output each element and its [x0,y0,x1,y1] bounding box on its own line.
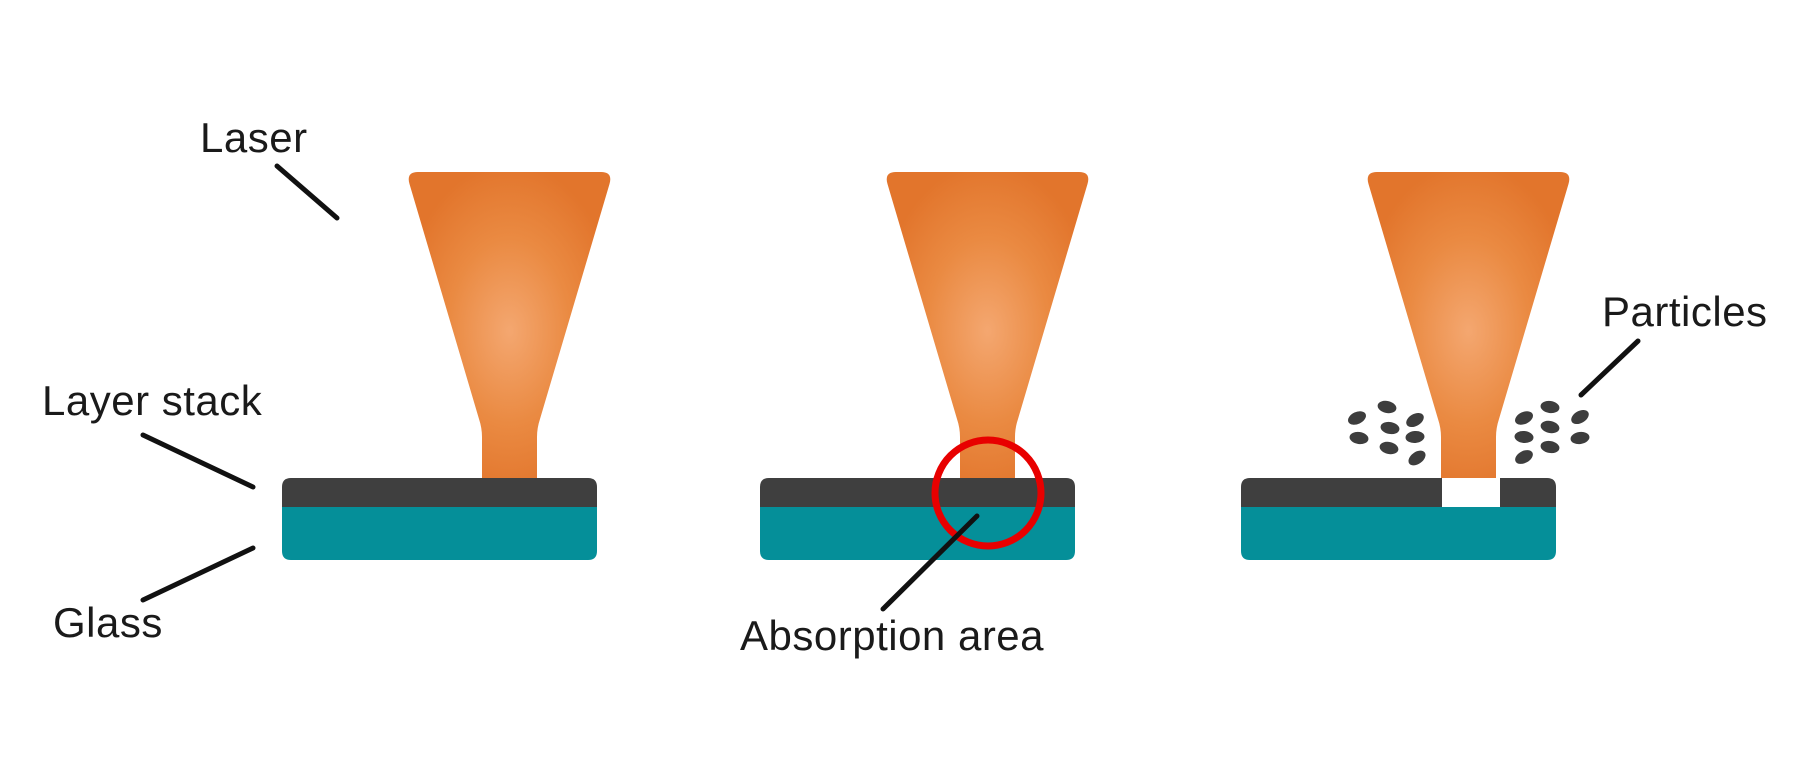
particle [1349,431,1369,445]
particles-right-cluster [1514,400,1590,464]
layer-stack-rect-right-of-gap [1500,478,1556,507]
absorption-area-label: Absorption area [740,612,1044,659]
layer-stack-label: Layer stack [42,377,263,424]
laser-label: Laser [200,114,308,161]
layer-stack-leader-line [140,432,256,490]
particle [1408,450,1426,466]
absorption-area-circle [931,436,1045,550]
particle [1405,430,1425,444]
particle [1570,431,1590,445]
particles-left-cluster [1348,400,1426,466]
glass-rect [282,507,597,560]
glass-label: Glass [53,599,163,646]
layer-stack-rect [760,478,1075,507]
particle [1379,441,1399,455]
particle [1540,420,1560,434]
absorption-area-leader-line [880,513,980,612]
particle [1571,409,1589,425]
layer-stack-rect-left-of-gap [1241,478,1442,507]
panel-laser-on-stack [282,172,611,560]
laser-leader-line [274,163,340,221]
laser-beam-cone [408,172,611,478]
particles-label: Particles [1602,288,1768,335]
particle [1348,411,1366,425]
particle [1540,440,1560,454]
particle [1515,450,1533,464]
particle [1377,400,1397,414]
glass-rect [760,507,1075,560]
particles-leader-line [1578,338,1641,398]
particle [1515,411,1533,425]
laser-beam-cone [886,172,1089,478]
panel-particle-ejection [1241,172,1590,560]
labels: Laser Layer stack Glass Absorption area … [42,114,1768,659]
laser-beam-cone [1367,172,1570,478]
particle [1406,412,1424,428]
particle [1514,430,1534,444]
particle [1380,421,1400,435]
glass-rect [1241,507,1556,560]
particle [1540,400,1560,414]
layer-stack-rect [282,478,597,507]
glass-leader-line [140,545,256,603]
leader-lines [140,163,1641,612]
